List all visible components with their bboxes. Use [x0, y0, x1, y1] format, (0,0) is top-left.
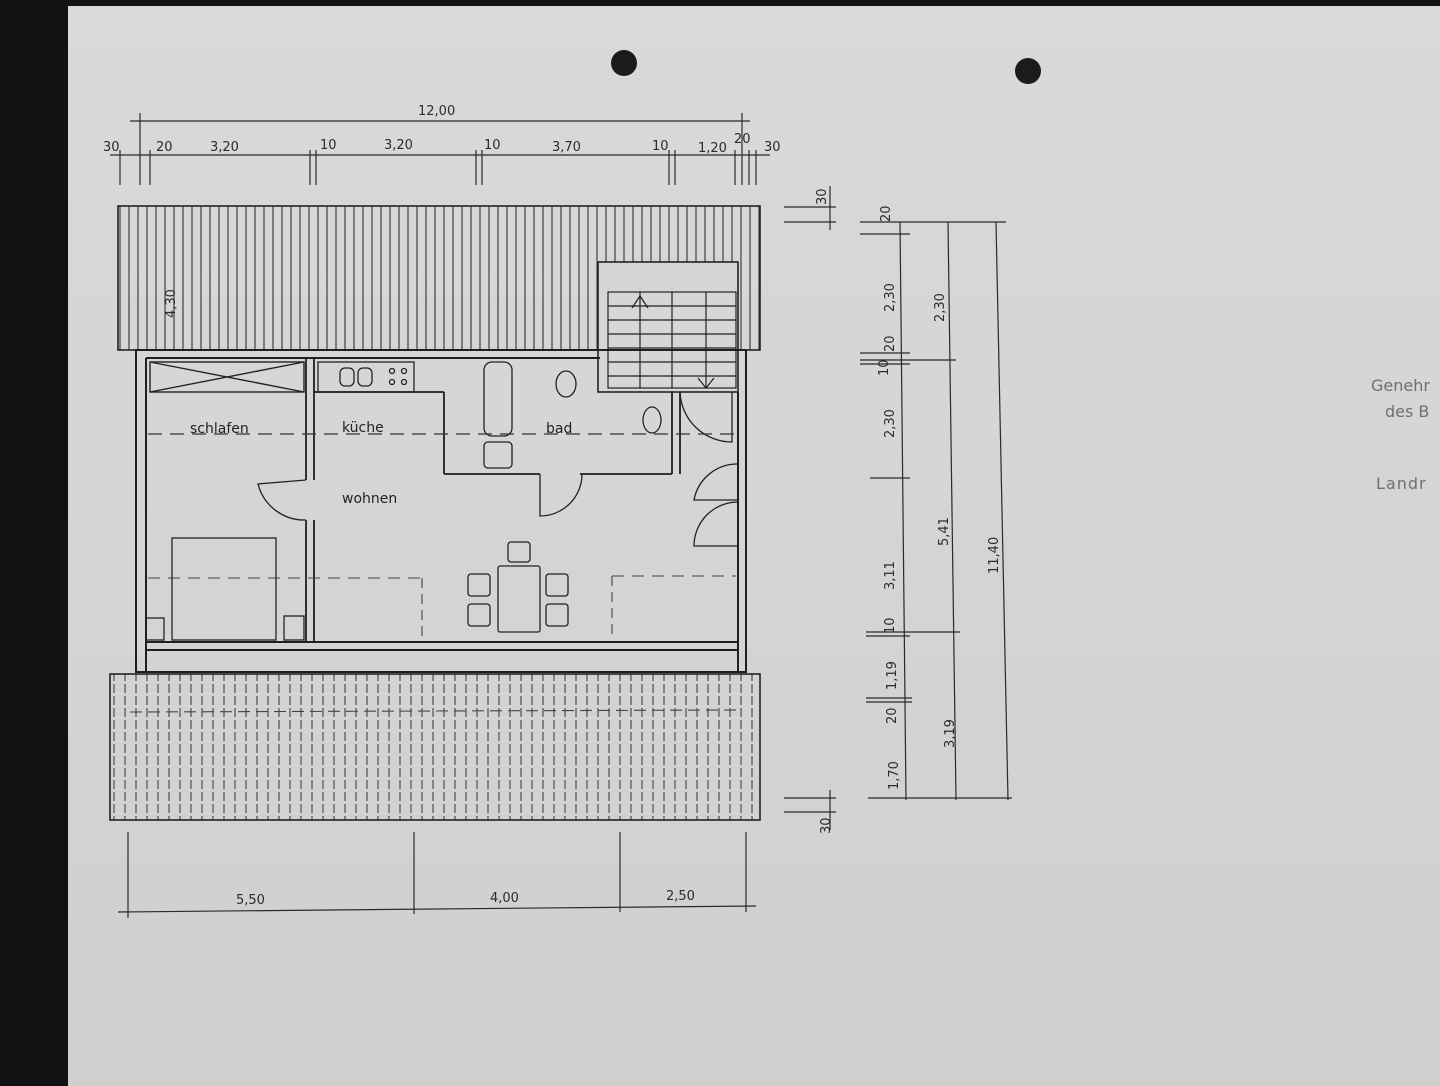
bathroom-fixtures [483, 361, 662, 469]
dim-right-middle-0: 2,30 [933, 293, 948, 322]
top-hatched-band [117, 205, 761, 393]
punch-hole-right [1015, 58, 1041, 84]
dim-right-middle-1: 5,41 [937, 517, 952, 546]
doors [257, 391, 739, 547]
dim-right-inner-9: 1,70 [887, 761, 902, 790]
dim-bottom-0: 5,50 [236, 893, 265, 908]
dim-bottom-2: 2,50 [666, 889, 695, 904]
dim-top-seg-1: 20 [156, 140, 173, 155]
dim-bottom-1: 4,00 [490, 891, 519, 906]
dim-right-inner-0: 20 [879, 205, 894, 222]
room-label-living: wohnen [342, 491, 397, 507]
side-text-line3: Landr [1376, 474, 1427, 493]
dim-right-offset-top: 30 [815, 188, 830, 205]
bottom-hatched-band [109, 673, 761, 821]
dim-top-overall: 12,00 [418, 104, 455, 119]
dim-top-seg-2: 3,20 [210, 140, 239, 155]
exterior-walls [135, 349, 747, 673]
dim-top-seg-10: 30 [764, 140, 781, 155]
right-dimensions [784, 186, 1012, 830]
room-label-bath: bad [546, 421, 572, 437]
interior-walls [305, 358, 681, 642]
kitchen-counter [317, 361, 415, 393]
dim-top-seg-4: 3,20 [384, 138, 413, 153]
bottom-dimensions [117, 832, 757, 918]
dim-top-seg-0: 30 [103, 140, 120, 155]
wardrobe [149, 361, 305, 393]
room-label-bedroom: schlafen [190, 421, 249, 437]
dim-right-inner-4: 2,30 [883, 409, 898, 438]
dim-right-inner-1: 2,30 [883, 283, 898, 312]
side-text-line1: Genehr [1371, 376, 1430, 395]
staircase [607, 291, 737, 389]
dim-top-seg-5: 10 [484, 138, 501, 153]
dim-top-seg-6: 3,70 [552, 140, 581, 155]
dim-right-inner-5: 3,11 [883, 561, 898, 590]
dim-top-seg-9: 20 [734, 132, 751, 147]
dim-right-offset-bottom: 30 [819, 817, 834, 834]
dim-top-seg-8: 1,20 [698, 141, 727, 156]
dim-right-inner-3: 10 [877, 359, 892, 376]
dim-right-overall: 11,40 [987, 537, 1002, 574]
dining-table [467, 541, 569, 633]
dim-right-inner-7: 1,19 [885, 661, 900, 690]
dim-right-inner-6: 10 [883, 617, 898, 634]
dim-right-middle-2: 3,19 [943, 719, 958, 748]
top-dimensions [110, 113, 770, 185]
dim-top-seg-3: 10 [320, 138, 337, 153]
bed [145, 537, 305, 641]
dim-right-inner-8: 20 [885, 707, 900, 724]
side-text-line2: des B [1385, 402, 1430, 421]
dim-top-seg-7: 10 [652, 139, 669, 154]
dim-balcony-depth: 4,30 [164, 289, 179, 318]
room-label-kitchen: küche [342, 420, 384, 436]
punch-hole-left [611, 50, 637, 76]
dim-right-inner-2: 20 [883, 335, 898, 352]
